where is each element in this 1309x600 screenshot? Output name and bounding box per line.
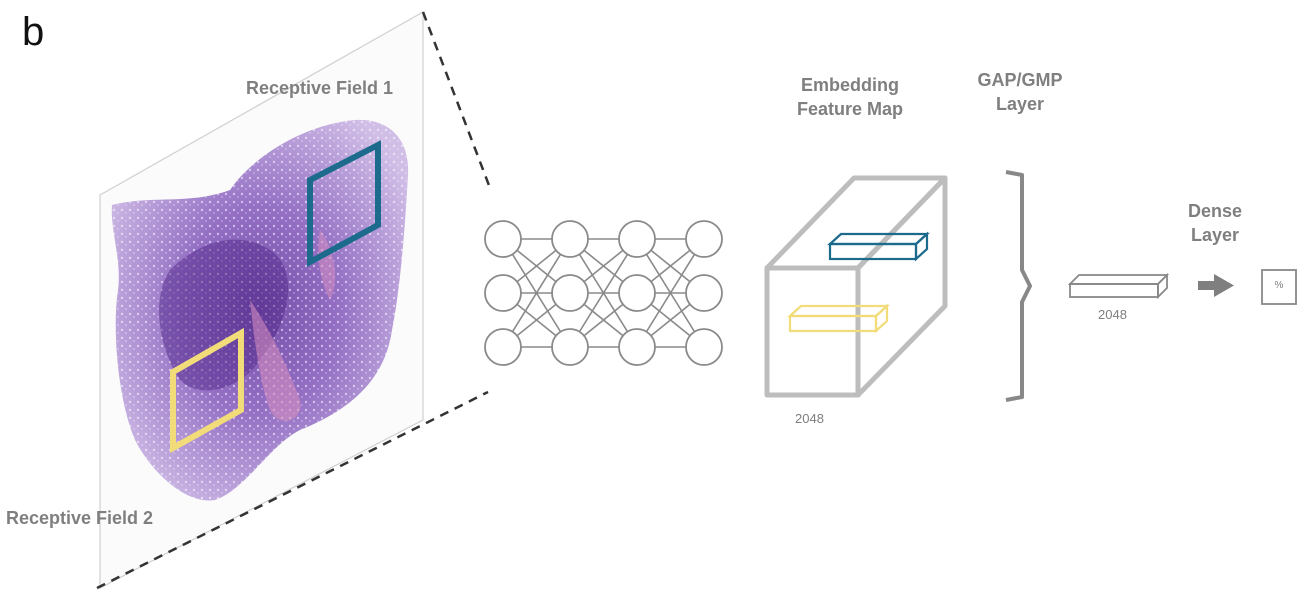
feature-map-dim-label: 2048: [795, 411, 824, 426]
network-nodes: [484, 220, 723, 366]
receptive-field-1-label: Receptive Field 1: [246, 78, 394, 98]
pooled-dim-label: 2048: [1098, 307, 1127, 322]
dense-label-line2: Layer: [1190, 225, 1240, 245]
network-node: [484, 274, 522, 312]
embedding-label-line1: Embedding: [801, 75, 899, 95]
network-node: [685, 274, 723, 312]
receptive-field-1-box: [307, 140, 381, 268]
receptive-field-2-box: [170, 327, 244, 454]
network-edge: [636, 238, 705, 348]
network-node: [618, 328, 656, 366]
network-node: [618, 274, 656, 312]
pooled-vector: [1067, 272, 1170, 300]
tissue-section: [111, 119, 409, 501]
projection-line-bottom: [96, 390, 489, 590]
gap-label: GAP/GMP Layer: [960, 68, 1080, 116]
gap-label-line2: Layer: [995, 94, 1045, 114]
network-node: [551, 274, 589, 312]
network-edge: [502, 238, 571, 348]
dense-label-line1: Dense: [1187, 201, 1243, 221]
output-symbol: %: [1274, 280, 1284, 291]
gap-bracket: [1005, 170, 1032, 402]
arrow-icon: [1198, 274, 1234, 297]
network-node: [685, 220, 723, 258]
embedding-label: Embedding Feature Map: [780, 73, 920, 121]
projection-line-top: [421, 11, 492, 189]
gap-label-line1: GAP/GMP: [977, 70, 1063, 90]
output-box: [1261, 269, 1297, 305]
feature-slice-field-1: [827, 231, 930, 262]
network-edge: [569, 238, 638, 348]
network-node: [685, 328, 723, 366]
network-node: [551, 220, 589, 258]
network-node: [484, 220, 522, 258]
dense-label: Dense Layer: [1170, 199, 1260, 247]
network-node: [618, 220, 656, 258]
network-node: [484, 328, 522, 366]
network-edges: [502, 238, 705, 348]
feature-slice-field-2: [787, 303, 890, 334]
panel-label: b: [22, 10, 45, 54]
feature-map-cuboid: [764, 175, 948, 398]
network-node: [551, 328, 589, 366]
embedding-label-line2: Feature Map: [796, 99, 904, 119]
receptive-field-2-label: Receptive Field 2: [6, 508, 154, 528]
